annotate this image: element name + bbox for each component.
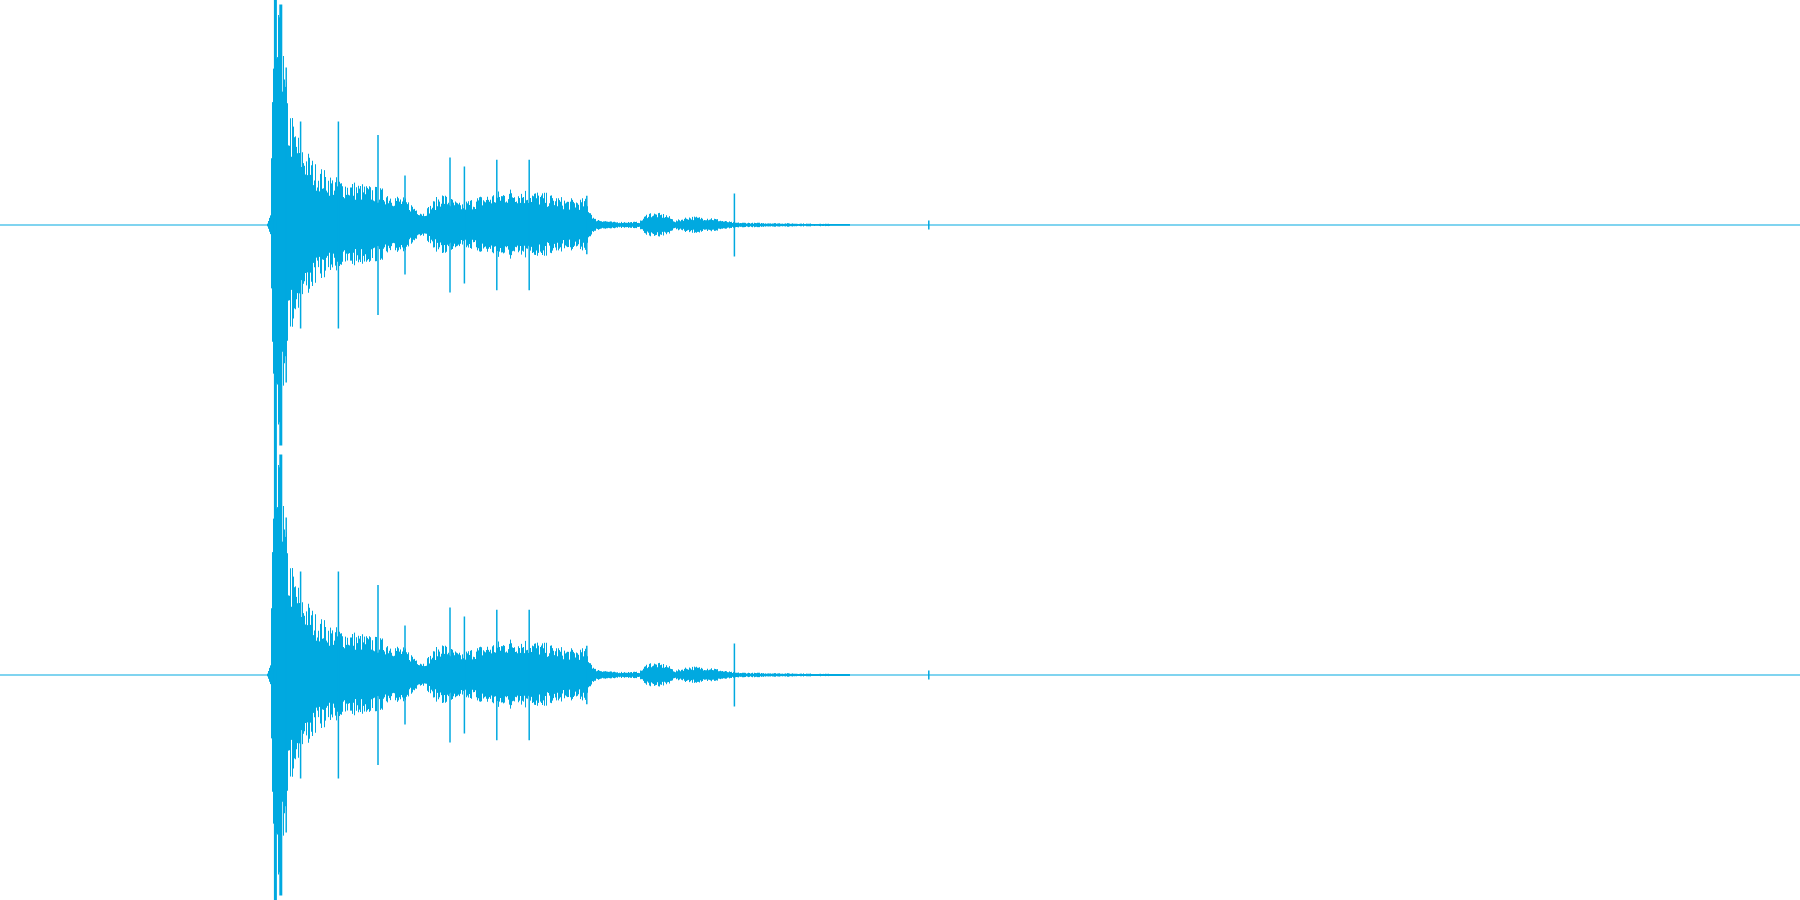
- waveform-channel-1: [0, 0, 1800, 450]
- waveform-channel-2: [0, 450, 1800, 900]
- waveform-envelope: [267, 11, 850, 429]
- waveform-envelope: [267, 461, 850, 879]
